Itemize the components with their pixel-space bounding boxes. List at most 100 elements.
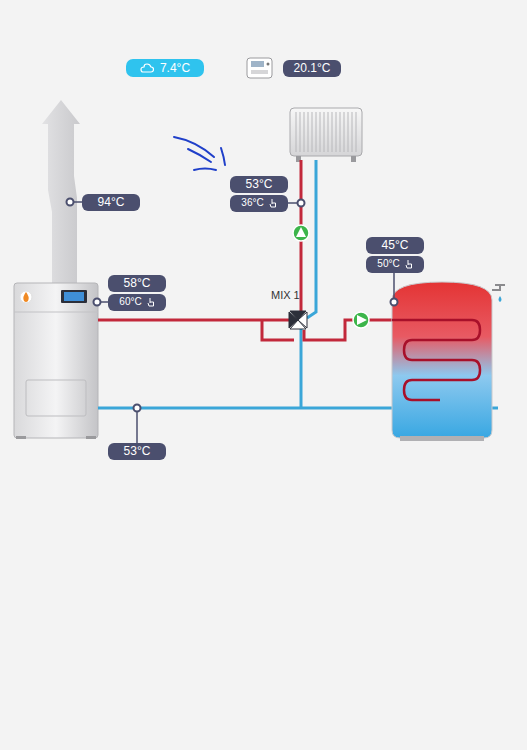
sensor-dot <box>94 299 101 306</box>
boiler <box>61 290 87 303</box>
outdoor-temp-pill: 7.4°C <box>126 59 204 77</box>
boiler <box>23 292 28 302</box>
sensor-dot <box>67 199 74 206</box>
return-pipe <box>307 160 316 318</box>
scribble <box>174 137 225 170</box>
tank <box>392 320 480 400</box>
cloud-icon <box>140 63 154 73</box>
temperature-pill: 94°C <box>82 194 140 211</box>
boiler <box>20 291 32 303</box>
supply-pipe <box>98 160 392 340</box>
temperature-value: 53°C <box>246 178 273 190</box>
temperature-value: 7.4°C <box>160 62 190 74</box>
radiator <box>290 108 362 162</box>
pump <box>353 312 369 328</box>
leader-line <box>136 412 138 444</box>
tank <box>499 296 502 302</box>
radiator <box>296 112 297 152</box>
chimney <box>42 100 80 283</box>
temperature-pill: 58°C <box>108 275 166 292</box>
radiator <box>320 112 321 152</box>
pump <box>293 225 369 328</box>
sensor-dot <box>298 200 305 207</box>
radiator <box>332 112 333 152</box>
temperature-value: 20.1°C <box>294 62 331 74</box>
radiator <box>308 112 309 152</box>
radiator <box>352 112 353 152</box>
sensor-dot <box>67 199 398 412</box>
scribble <box>188 149 211 162</box>
tank <box>400 436 484 441</box>
temperature-pill: 50°C <box>366 256 424 273</box>
radiator <box>348 112 349 152</box>
thermostat-icon <box>247 58 272 78</box>
temperature-value: 60°C <box>119 297 141 307</box>
temperature-pill: 20.1°C <box>283 60 341 77</box>
radiator <box>316 112 317 152</box>
hand-icon <box>148 298 154 306</box>
radiator <box>296 112 356 152</box>
temperature-value: 53°C <box>124 445 151 457</box>
radiator <box>340 112 341 152</box>
hand-icon <box>406 260 412 268</box>
boiler <box>14 312 98 313</box>
sensor-dot <box>134 405 141 412</box>
boiler <box>26 380 86 416</box>
pump <box>296 227 306 237</box>
mixing-valve <box>290 320 306 329</box>
leader-line <box>74 202 394 444</box>
supply-pipe <box>304 320 392 340</box>
return-pipe <box>492 407 498 410</box>
boiler <box>64 292 84 301</box>
valve-label: MIX 1 <box>271 289 300 301</box>
hand-icon <box>405 259 413 269</box>
pump <box>293 225 309 241</box>
temperature-pill: 53°C <box>108 443 166 460</box>
mixing-valve <box>289 311 307 329</box>
chimney <box>42 100 80 283</box>
tank <box>392 282 505 441</box>
boiler <box>14 283 98 439</box>
scribble <box>194 169 216 171</box>
temperature-pill: 60°C <box>108 294 166 311</box>
cloud-icon <box>141 64 154 72</box>
radiator <box>300 112 301 152</box>
temperature-value: 36°C <box>241 198 263 208</box>
thermostat-icon <box>267 63 270 66</box>
radiator <box>312 112 313 152</box>
hand-icon <box>269 198 277 208</box>
boiler <box>86 436 96 439</box>
sensor-dot <box>391 299 398 306</box>
scribble <box>174 137 214 157</box>
return-pipe <box>98 407 392 410</box>
return-pipe <box>300 329 303 408</box>
temperature-value: 50°C <box>377 259 399 269</box>
radiator <box>290 108 362 156</box>
radiator <box>356 112 357 152</box>
temperature-value: 45°C <box>382 239 409 251</box>
hand-icon <box>270 199 276 207</box>
leader-line <box>393 270 395 298</box>
pump <box>357 315 367 325</box>
thermostat-icon <box>247 58 272 78</box>
temperature-value: 58°C <box>124 277 151 289</box>
temperature-value: 94°C <box>98 196 125 208</box>
boiler <box>16 436 26 439</box>
radiator <box>304 112 305 152</box>
radiator <box>344 112 345 152</box>
radiator <box>324 112 325 152</box>
thermostat-icon <box>251 70 268 74</box>
scribble <box>221 148 225 165</box>
tank <box>392 282 492 438</box>
temperature-pill: 36°C <box>230 195 288 212</box>
temperature-pill: 53°C <box>230 176 288 193</box>
tank <box>492 285 505 290</box>
temperature-pill: 45°C <box>366 237 424 254</box>
boiler <box>14 283 98 438</box>
radiator <box>328 112 329 152</box>
mixing-valve <box>290 311 306 320</box>
radiator <box>351 156 356 162</box>
hand-icon <box>147 297 155 307</box>
